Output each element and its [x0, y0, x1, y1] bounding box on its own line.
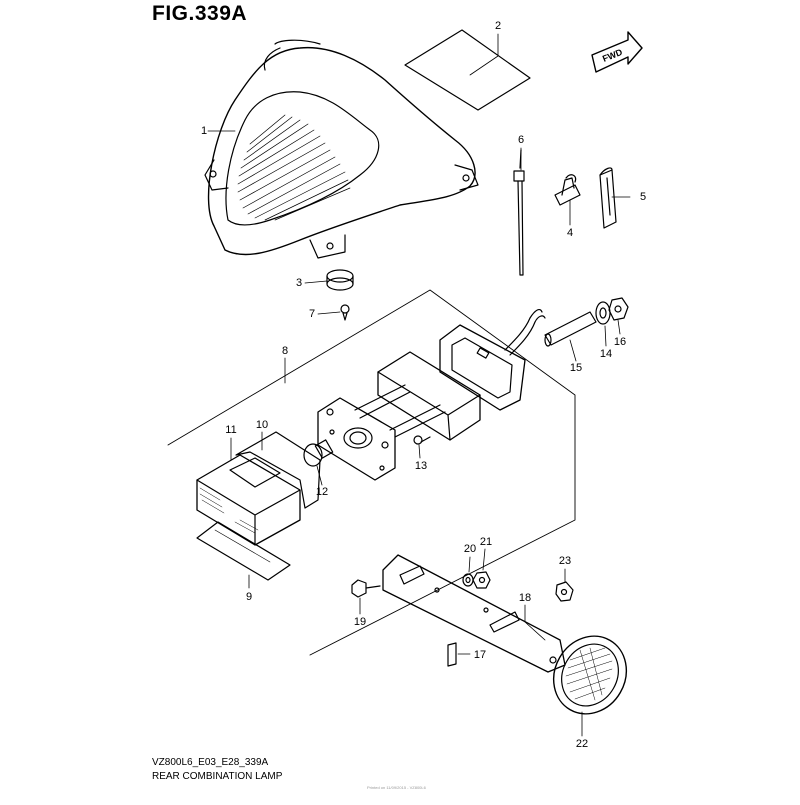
plate-drawing — [196, 521, 291, 581]
callout-9: 9 — [245, 591, 253, 603]
callout-8: 8 — [281, 345, 289, 357]
callout-14: 14 — [599, 348, 613, 360]
figure-title: FIG.339A — [152, 2, 248, 25]
callout-22: 22 — [575, 738, 589, 750]
callout-20: 20 — [463, 543, 477, 555]
assembly-boundary-8 — [167, 289, 576, 656]
callout-11: 11 — [225, 424, 237, 436]
grommet-drawing — [326, 269, 354, 291]
callout-4: 4 — [566, 227, 574, 239]
callout-21: 21 — [479, 536, 493, 548]
callout-2: 2 — [494, 20, 502, 32]
nut-16-drawing — [608, 297, 629, 321]
callout-16: 16 — [613, 336, 627, 348]
collar-drawing — [544, 311, 597, 347]
nut-21-drawing — [472, 571, 491, 589]
lens-gasket-drawing — [235, 431, 321, 509]
callout-18: 18 — [518, 592, 532, 604]
cable-tie-drawing — [513, 149, 525, 276]
clamp-drawing — [554, 174, 581, 206]
back-plate-drawing — [439, 308, 546, 411]
callout-12: 12 — [315, 486, 329, 498]
round-reflector-drawing — [552, 635, 628, 715]
nut-23-drawing — [555, 581, 574, 602]
callout-3: 3 — [295, 277, 303, 289]
callout-17: 17 — [473, 649, 487, 661]
figure-name: REAR COMBINATION LAMP — [152, 771, 283, 782]
washer-14-drawing — [595, 301, 611, 325]
fwd-arrow-icon: FWD — [591, 31, 643, 73]
screw-7-drawing — [340, 304, 350, 321]
callout-15: 15 — [569, 362, 583, 374]
callout-23: 23 — [558, 555, 572, 567]
callout-13: 13 — [414, 460, 428, 472]
callout-1: 1 — [200, 125, 208, 137]
lamp-housing-drawing — [204, 39, 479, 259]
gasket-sheet-drawing — [404, 29, 531, 111]
callout-10: 10 — [255, 419, 269, 431]
callout-5: 5 — [639, 191, 647, 203]
callout-19: 19 — [353, 616, 367, 628]
stud-bolts-drawing — [354, 384, 446, 438]
callout-7: 7 — [308, 308, 316, 320]
lens-drawing — [196, 454, 301, 546]
washer-20-drawing — [462, 573, 474, 587]
spacer-block-drawing — [377, 351, 481, 441]
callout-6: 6 — [517, 134, 525, 146]
screw-13-drawing — [413, 435, 431, 445]
bolt-19-drawing — [351, 579, 381, 598]
bulb-drawing — [303, 439, 334, 467]
leader-lines — [207, 33, 631, 737]
print-stamp: Printed on 11/09/2015 - VZ800L6 — [367, 785, 426, 790]
label-tag-drawing — [447, 642, 457, 667]
socket-plate-drawing — [317, 397, 396, 481]
figure-code: VZ800L6_E03_E28_339A — [152, 757, 269, 768]
hook-bracket-drawing — [599, 167, 617, 229]
